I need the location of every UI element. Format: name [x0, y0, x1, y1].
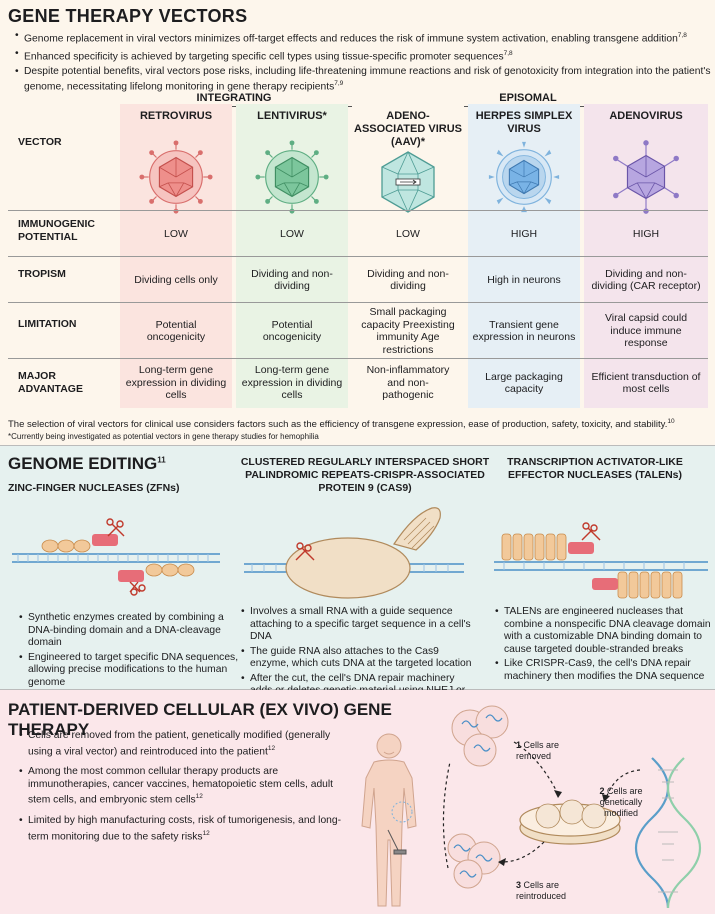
section-title: GENE THERAPY VECTORS: [8, 6, 248, 26]
cell-lentivirus-limitation: Potential oncogenicity: [262, 318, 322, 344]
cell-adenovirus-immunogenic: HIGH: [632, 227, 660, 240]
cell-aav-limitation: Small packaging capacity Preexisting imm…: [361, 306, 455, 356]
cell-lentivirus-advantage: Long-term gene expression in dividing ce…: [241, 364, 343, 402]
cell-adenovirus-advantage: Efficient transduction of most cells: [591, 370, 701, 396]
row-label-advantage: MAJOR ADVANTAGE: [18, 370, 83, 395]
divider: [8, 302, 708, 303]
cell-aav-immunogenic: LOW: [396, 227, 420, 240]
list-item: The guide RNA also attaches to the Cas9 …: [241, 646, 476, 671]
cell-therapy-cycle-diagram: [442, 705, 701, 908]
cell-aav-tropism: Dividing and non-dividing: [367, 267, 449, 293]
gene-therapy-vectors-section: GENE THERAPY VECTORS Genome replacement …: [0, 0, 715, 446]
step-1-label: 1 Cells are removed: [516, 740, 560, 761]
aav-illustration: [381, 151, 435, 213]
group-header-integrating: INTEGRATING: [196, 92, 272, 104]
list-item: Cells are removed from the patient, gene…: [19, 730, 344, 758]
divider: [120, 106, 348, 107]
cell-herpes-tropism: High in neurons: [487, 273, 561, 286]
list-item: Enhanced specificity is achieved by targ…: [15, 48, 714, 64]
patient-figure: [361, 733, 417, 907]
list-item: TALENs are engineered nucleases that com…: [495, 606, 715, 656]
zfn-illustration: [12, 518, 220, 596]
cell-lentivirus-tropism: Dividing and non-dividing: [251, 267, 333, 293]
vector-comparison-table: INTEGRATING EPISOMAL RETROVIRUS LENTIVIR…: [0, 92, 715, 410]
cell-adenovirus-limitation: Viral capsid could induce immune respons…: [604, 312, 688, 350]
list-item: Like CRISPR-Cas9, the cell's DNA repair …: [495, 658, 715, 683]
zfn-title: ZINC-FINGER NUCLEASES (ZFNs): [8, 482, 180, 494]
cell-aav-advantage: Non-inflammatory and non-pathogenic: [366, 364, 450, 402]
footnote: *Currently being investigated as potenti…: [8, 432, 319, 441]
group-header-episomal: EPISOMAL: [499, 92, 557, 104]
column-title: ADENO-ASSOCIATED VIRUS (AAV)*: [354, 110, 462, 148]
talen-bullet-list: TALENs are engineered nucleases that com…: [494, 606, 715, 685]
list-item: Despite potential benefits, viral vector…: [15, 66, 714, 94]
divider: [8, 256, 708, 257]
row-label-immunogenic: IMMUNOGENIC POTENTIAL: [18, 218, 95, 243]
genome-editing-section: GENOME EDITING11 ZINC-FINGER NUCLEASES (…: [0, 446, 715, 709]
cell-retrovirus-tropism: Dividing cells only: [134, 273, 218, 286]
herpes-virus-illustration: [488, 141, 560, 213]
divider: [8, 358, 708, 359]
list-item: Among the most common cellular therapy p…: [19, 766, 344, 807]
cell-retrovirus-immunogenic: LOW: [164, 227, 188, 240]
divider: [8, 210, 708, 211]
crispr-title: CLUSTERED REGULARLY INTERSPACED SHORT PA…: [240, 456, 490, 494]
crispr-cas9-illustration: [244, 507, 464, 599]
list-item: Limited by high manufacturing costs, ris…: [19, 815, 344, 843]
step-3-label: 3 Cells are reintroduced: [516, 880, 567, 901]
cell-adenovirus-tropism: Dividing and non-dividing (CAR receptor): [591, 267, 701, 293]
row-label-limitation: LIMITATION: [18, 318, 77, 330]
retrovirus-illustration: [139, 140, 213, 214]
cell-retrovirus-advantage: Long-term gene expression in dividing ce…: [125, 364, 227, 402]
cell-lentivirus-immunogenic: LOW: [280, 227, 304, 240]
list-item: Engineered to target specific DNA sequen…: [19, 652, 240, 690]
list-item: Genome replacement in viral vectors mini…: [15, 30, 714, 46]
column-title: ADENOVIRUS: [609, 110, 683, 122]
ex-vivo-therapy-section: PATIENT-DERIVED CELLULAR (EX VIVO) GENE …: [0, 690, 715, 914]
talen-illustration: [494, 522, 708, 599]
column-title: HERPES SIMPLEX VIRUS: [475, 110, 573, 135]
row-label-vector: VECTOR: [18, 136, 62, 148]
row-label-tropism: TROPISM: [18, 268, 66, 280]
adenovirus-illustration: [613, 140, 679, 214]
zfn-bullet-list: Synthetic enzymes created by combining a…: [18, 612, 240, 691]
vectors-bullet-list: Genome replacement in viral vectors mini…: [14, 30, 714, 96]
selection-note: The selection of viral vectors for clini…: [8, 418, 675, 431]
section-title: GENOME EDITING11: [8, 454, 166, 473]
cell-herpes-advantage: Large packaging capacity: [485, 370, 563, 396]
column-title: LENTIVIRUS*: [257, 110, 327, 122]
lentivirus-illustration: [255, 140, 329, 214]
list-item: Synthetic enzymes created by combining a…: [19, 612, 240, 650]
ex-vivo-bullet-list: Cells are removed from the patient, gene…: [18, 730, 344, 846]
cell-herpes-immunogenic: HIGH: [510, 227, 538, 240]
step-2-label: 2 Cells are genetically modified: [599, 786, 643, 818]
cell-retrovirus-limitation: Potential oncogenicity: [146, 318, 206, 344]
talen-title: TRANSCRIPTION ACTIVATOR-LIKE EFFECTOR NU…: [507, 456, 683, 481]
list-item: Involves a small RNA with a guide sequen…: [241, 606, 476, 644]
cell-herpes-limitation: Transient gene expression in neurons: [472, 318, 576, 344]
column-title: RETROVIRUS: [139, 110, 213, 122]
